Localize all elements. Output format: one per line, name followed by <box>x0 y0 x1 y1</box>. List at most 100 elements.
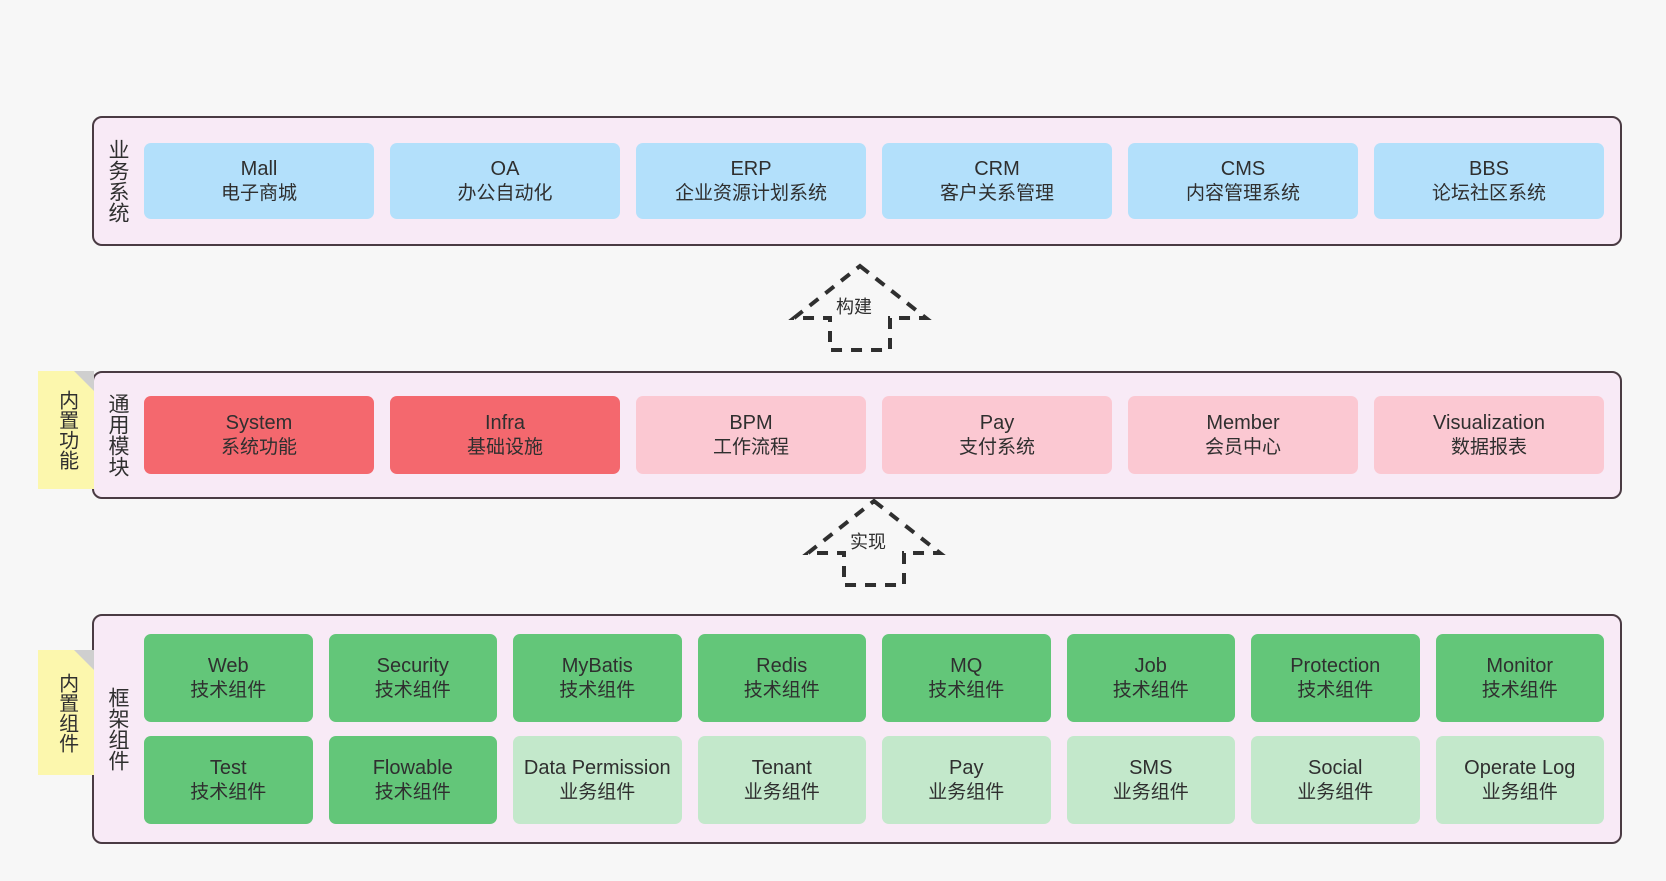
note-fold-icon <box>74 371 94 391</box>
card-pay-module[interactable]: Pay 支付系统 <box>882 396 1112 474</box>
card-security[interactable]: Security 技术组件 <box>328 634 497 722</box>
card-mq[interactable]: MQ 技术组件 <box>882 634 1051 722</box>
card-social[interactable]: Social 业务组件 <box>1251 736 1420 824</box>
card-bpm[interactable]: BPM 工作流程 <box>636 396 866 474</box>
card-erp-name: ERP <box>730 158 772 181</box>
arrow-implement-label: 实现 <box>850 532 886 552</box>
layer-common-module-title: 通用模块 <box>105 393 129 477</box>
card-data-permission-name: Data Permission <box>523 757 671 780</box>
arrow-implement-shape <box>802 498 946 587</box>
card-system-name: System <box>225 412 293 435</box>
card-infra[interactable]: Infra 基础设施 <box>390 396 620 474</box>
business-card-row: Mall 电子商城 OA 办公自动化 ERP 企业资源计划系统 CRM 客户关系… <box>144 143 1604 219</box>
card-monitor-name: Monitor <box>1486 655 1554 678</box>
card-test-desc: 技术组件 <box>190 781 267 803</box>
card-mybatis-desc: 技术组件 <box>559 679 636 701</box>
card-tenant[interactable]: Tenant 业务组件 <box>697 736 866 824</box>
card-member[interactable]: Member 会员中心 <box>1128 396 1358 474</box>
card-web-name: Web <box>207 655 249 678</box>
card-system-desc: 系统功能 <box>220 436 297 458</box>
card-data-permission[interactable]: Data Permission 业务组件 <box>513 736 682 824</box>
card-bbs-name: BBS <box>1468 158 1510 181</box>
card-bpm-name: BPM <box>729 412 773 435</box>
card-crm-name: CRM <box>974 158 1020 181</box>
card-oa-name: OA <box>490 158 520 181</box>
layer-common-module: 通用模块 System 系统功能 Infra 基础设施 BPM 工作流程 Pay… <box>92 371 1622 499</box>
card-monitor-desc: 技术组件 <box>1481 679 1558 701</box>
card-system[interactable]: System 系统功能 <box>144 396 374 474</box>
card-web[interactable]: Web 技术组件 <box>144 634 313 722</box>
common-card-row: System 系统功能 Infra 基础设施 BPM 工作流程 Pay 支付系统… <box>144 396 1604 474</box>
layer-framework-component: 框架组件 Web 技术组件 Security 技术组件 MyBatis 技术组件… <box>92 614 1622 844</box>
framework-tech-row: Web 技术组件 Security 技术组件 MyBatis 技术组件 Redi… <box>144 634 1604 722</box>
card-mq-desc: 技术组件 <box>928 679 1005 701</box>
card-operate-log-desc: 业务组件 <box>1481 781 1558 803</box>
card-operate-log[interactable]: Operate Log 业务组件 <box>1435 736 1604 824</box>
card-security-desc: 技术组件 <box>374 679 451 701</box>
layer-business-system-title: 业务系统 <box>105 139 129 223</box>
card-erp-desc: 企业资源计划系统 <box>674 182 827 204</box>
card-cms-desc: 内容管理系统 <box>1185 182 1300 204</box>
card-sms-name: SMS <box>1129 757 1173 780</box>
card-flowable-desc: 技术组件 <box>374 781 451 803</box>
card-pay-component-desc: 业务组件 <box>928 781 1005 803</box>
card-test[interactable]: Test 技术组件 <box>144 736 313 824</box>
card-pay-module-name: Pay <box>979 412 1015 435</box>
card-infra-name: Infra <box>484 412 526 435</box>
card-sms-desc: 业务组件 <box>1112 781 1189 803</box>
card-oa-desc: 办公自动化 <box>457 182 553 204</box>
card-member-name: Member <box>1206 412 1280 435</box>
card-flowable[interactable]: Flowable 技术组件 <box>328 736 497 824</box>
card-cms[interactable]: CMS 内容管理系统 <box>1128 143 1358 219</box>
card-member-desc: 会员中心 <box>1204 436 1281 458</box>
card-mall-name: Mall <box>240 158 278 181</box>
note-builtin-features-label: 内置功能 <box>55 390 78 470</box>
card-job-name: Job <box>1134 655 1167 678</box>
card-data-permission-desc: 业务组件 <box>559 781 636 803</box>
card-visualization-name: Visualization <box>1433 412 1545 435</box>
card-protection-desc: 技术组件 <box>1297 679 1374 701</box>
card-test-name: Test <box>209 757 247 780</box>
card-visualization[interactable]: Visualization 数据报表 <box>1374 396 1604 474</box>
framework-business-row: Test 技术组件 Flowable 技术组件 Data Permission … <box>144 736 1604 824</box>
layer-framework-component-body: Web 技术组件 Security 技术组件 MyBatis 技术组件 Redi… <box>140 616 1620 842</box>
layer-business-system-body: Mall 电子商城 OA 办公自动化 ERP 企业资源计划系统 CRM 客户关系… <box>140 118 1620 244</box>
card-mybatis-name: MyBatis <box>561 655 633 678</box>
card-monitor[interactable]: Monitor 技术组件 <box>1435 634 1604 722</box>
card-bpm-desc: 工作流程 <box>712 436 789 458</box>
card-pay-component[interactable]: Pay 业务组件 <box>882 736 1051 824</box>
card-tenant-desc: 业务组件 <box>743 781 820 803</box>
card-mybatis[interactable]: MyBatis 技术组件 <box>513 634 682 722</box>
card-bbs-desc: 论坛社区系统 <box>1431 182 1546 204</box>
card-cms-name: CMS <box>1220 158 1266 181</box>
card-protection[interactable]: Protection 技术组件 <box>1251 634 1420 722</box>
arrow-build-shape <box>788 263 932 352</box>
card-sms[interactable]: SMS 业务组件 <box>1066 736 1235 824</box>
card-crm-desc: 客户关系管理 <box>939 182 1054 204</box>
card-job[interactable]: Job 技术组件 <box>1066 634 1235 722</box>
arrow-implement: 实现 <box>802 497 946 587</box>
card-erp[interactable]: ERP 企业资源计划系统 <box>636 143 866 219</box>
card-infra-desc: 基础设施 <box>466 436 543 458</box>
card-redis-name: Redis <box>756 655 808 678</box>
card-social-desc: 业务组件 <box>1297 781 1374 803</box>
card-social-name: Social <box>1308 757 1363 780</box>
layer-common-module-body: System 系统功能 Infra 基础设施 BPM 工作流程 Pay 支付系统… <box>140 373 1620 497</box>
card-visualization-desc: 数据报表 <box>1450 436 1527 458</box>
card-security-name: Security <box>376 655 449 678</box>
note-builtin-components: 内置组件 <box>38 650 94 775</box>
card-mall-desc: 电子商城 <box>220 182 297 204</box>
card-pay-component-name: Pay <box>949 757 984 780</box>
card-protection-name: Protection <box>1290 655 1381 678</box>
card-flowable-name: Flowable <box>372 757 453 780</box>
card-pay-module-desc: 支付系统 <box>958 436 1035 458</box>
arrow-build-label: 构建 <box>836 297 872 317</box>
card-mq-name: MQ <box>950 655 983 678</box>
card-redis[interactable]: Redis 技术组件 <box>697 634 866 722</box>
card-crm[interactable]: CRM 客户关系管理 <box>882 143 1112 219</box>
card-operate-log-name: Operate Log <box>1464 757 1576 780</box>
card-bbs[interactable]: BBS 论坛社区系统 <box>1374 143 1604 219</box>
card-oa[interactable]: OA 办公自动化 <box>390 143 620 219</box>
card-mall[interactable]: Mall 电子商城 <box>144 143 374 219</box>
